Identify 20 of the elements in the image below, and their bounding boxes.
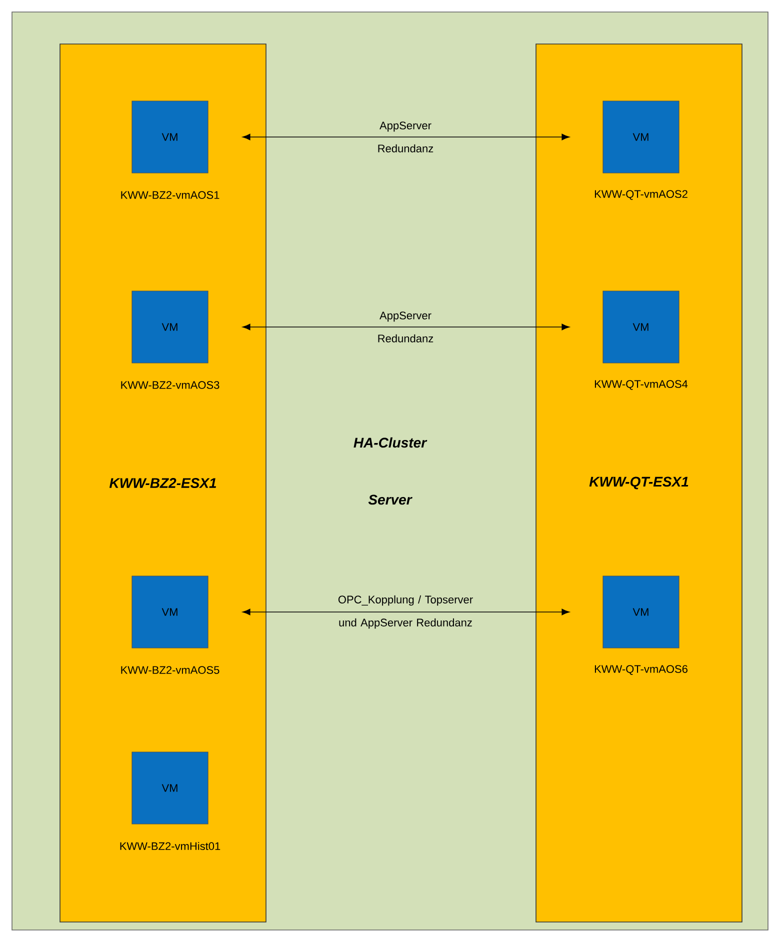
vm-name: KWW-BZ2-vmAOS3 bbox=[121, 381, 220, 389]
vm-name: KWW-QT-vmAOS6 bbox=[594, 665, 688, 675]
vm-box: VM bbox=[132, 100, 208, 174]
vm-name: KWW-BZ2-vmHist01 bbox=[120, 842, 220, 850]
vm-box: VM bbox=[132, 752, 208, 824]
edge-label: AppServer Redundanz bbox=[378, 312, 434, 342]
edge-label: AppServer Redundanz bbox=[378, 122, 434, 152]
edge-label: OPC_Kopplung / Topserver und AppServer Redundanz bbox=[338, 595, 473, 629]
vm-name: KWW-BZ2-vmAOS1 bbox=[121, 191, 220, 199]
vm-name: KWW-BZ2-vmAOS5 bbox=[121, 666, 220, 674]
vm-name: KWW-QT-vmAOS4 bbox=[594, 380, 688, 390]
arrow bbox=[242, 324, 570, 330]
vm-box: VM bbox=[132, 290, 208, 364]
vm-name: KWW-QT-vmAOS2 bbox=[594, 190, 688, 200]
vm-box: VM bbox=[602, 100, 680, 174]
vm-box: VM bbox=[602, 576, 680, 648]
arrow bbox=[242, 134, 570, 140]
vm-box: VM bbox=[602, 290, 680, 364]
vm-box: VM bbox=[132, 576, 208, 648]
arrow bbox=[242, 608, 570, 616]
